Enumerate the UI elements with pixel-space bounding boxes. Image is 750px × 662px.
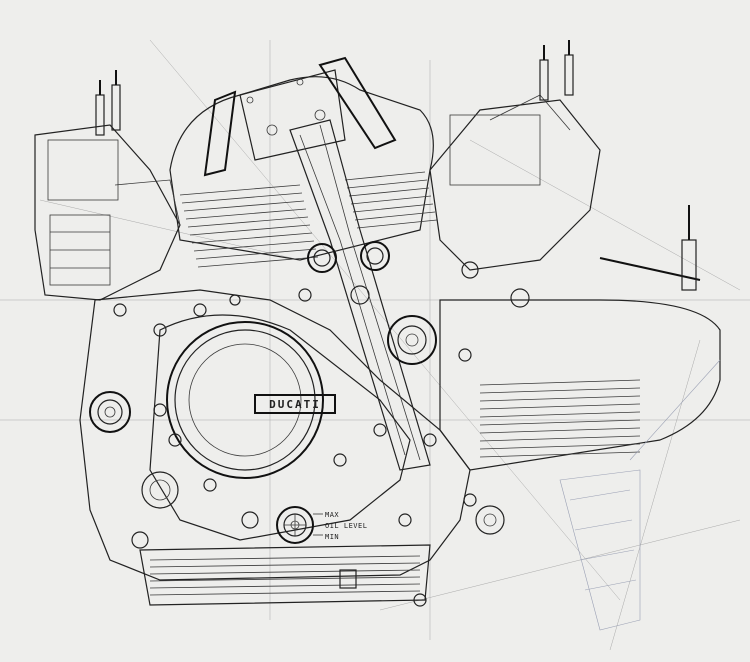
pulley-icon xyxy=(307,241,437,365)
sump xyxy=(139,544,431,607)
oil-max-label: MAX xyxy=(325,511,339,519)
ducati-logo: DUCATI xyxy=(254,394,336,414)
oil-min-label: MIN xyxy=(325,533,339,541)
vertical-cylinder xyxy=(169,56,438,268)
oil-level-label: OIL LEVEL xyxy=(325,522,367,530)
pencil-shading xyxy=(559,359,721,631)
logo-text: DUCATI xyxy=(269,398,321,411)
construction-lines xyxy=(0,39,750,651)
carburetor-icon xyxy=(34,124,181,301)
horizontal-cylinder xyxy=(429,40,721,471)
oil-sight-glass-icon: MAX OIL LEVEL MIN xyxy=(276,506,367,544)
fin-bank-icon xyxy=(179,171,438,268)
spark-plug-icon xyxy=(95,70,121,136)
crankcase: DUCATI xyxy=(79,261,530,581)
